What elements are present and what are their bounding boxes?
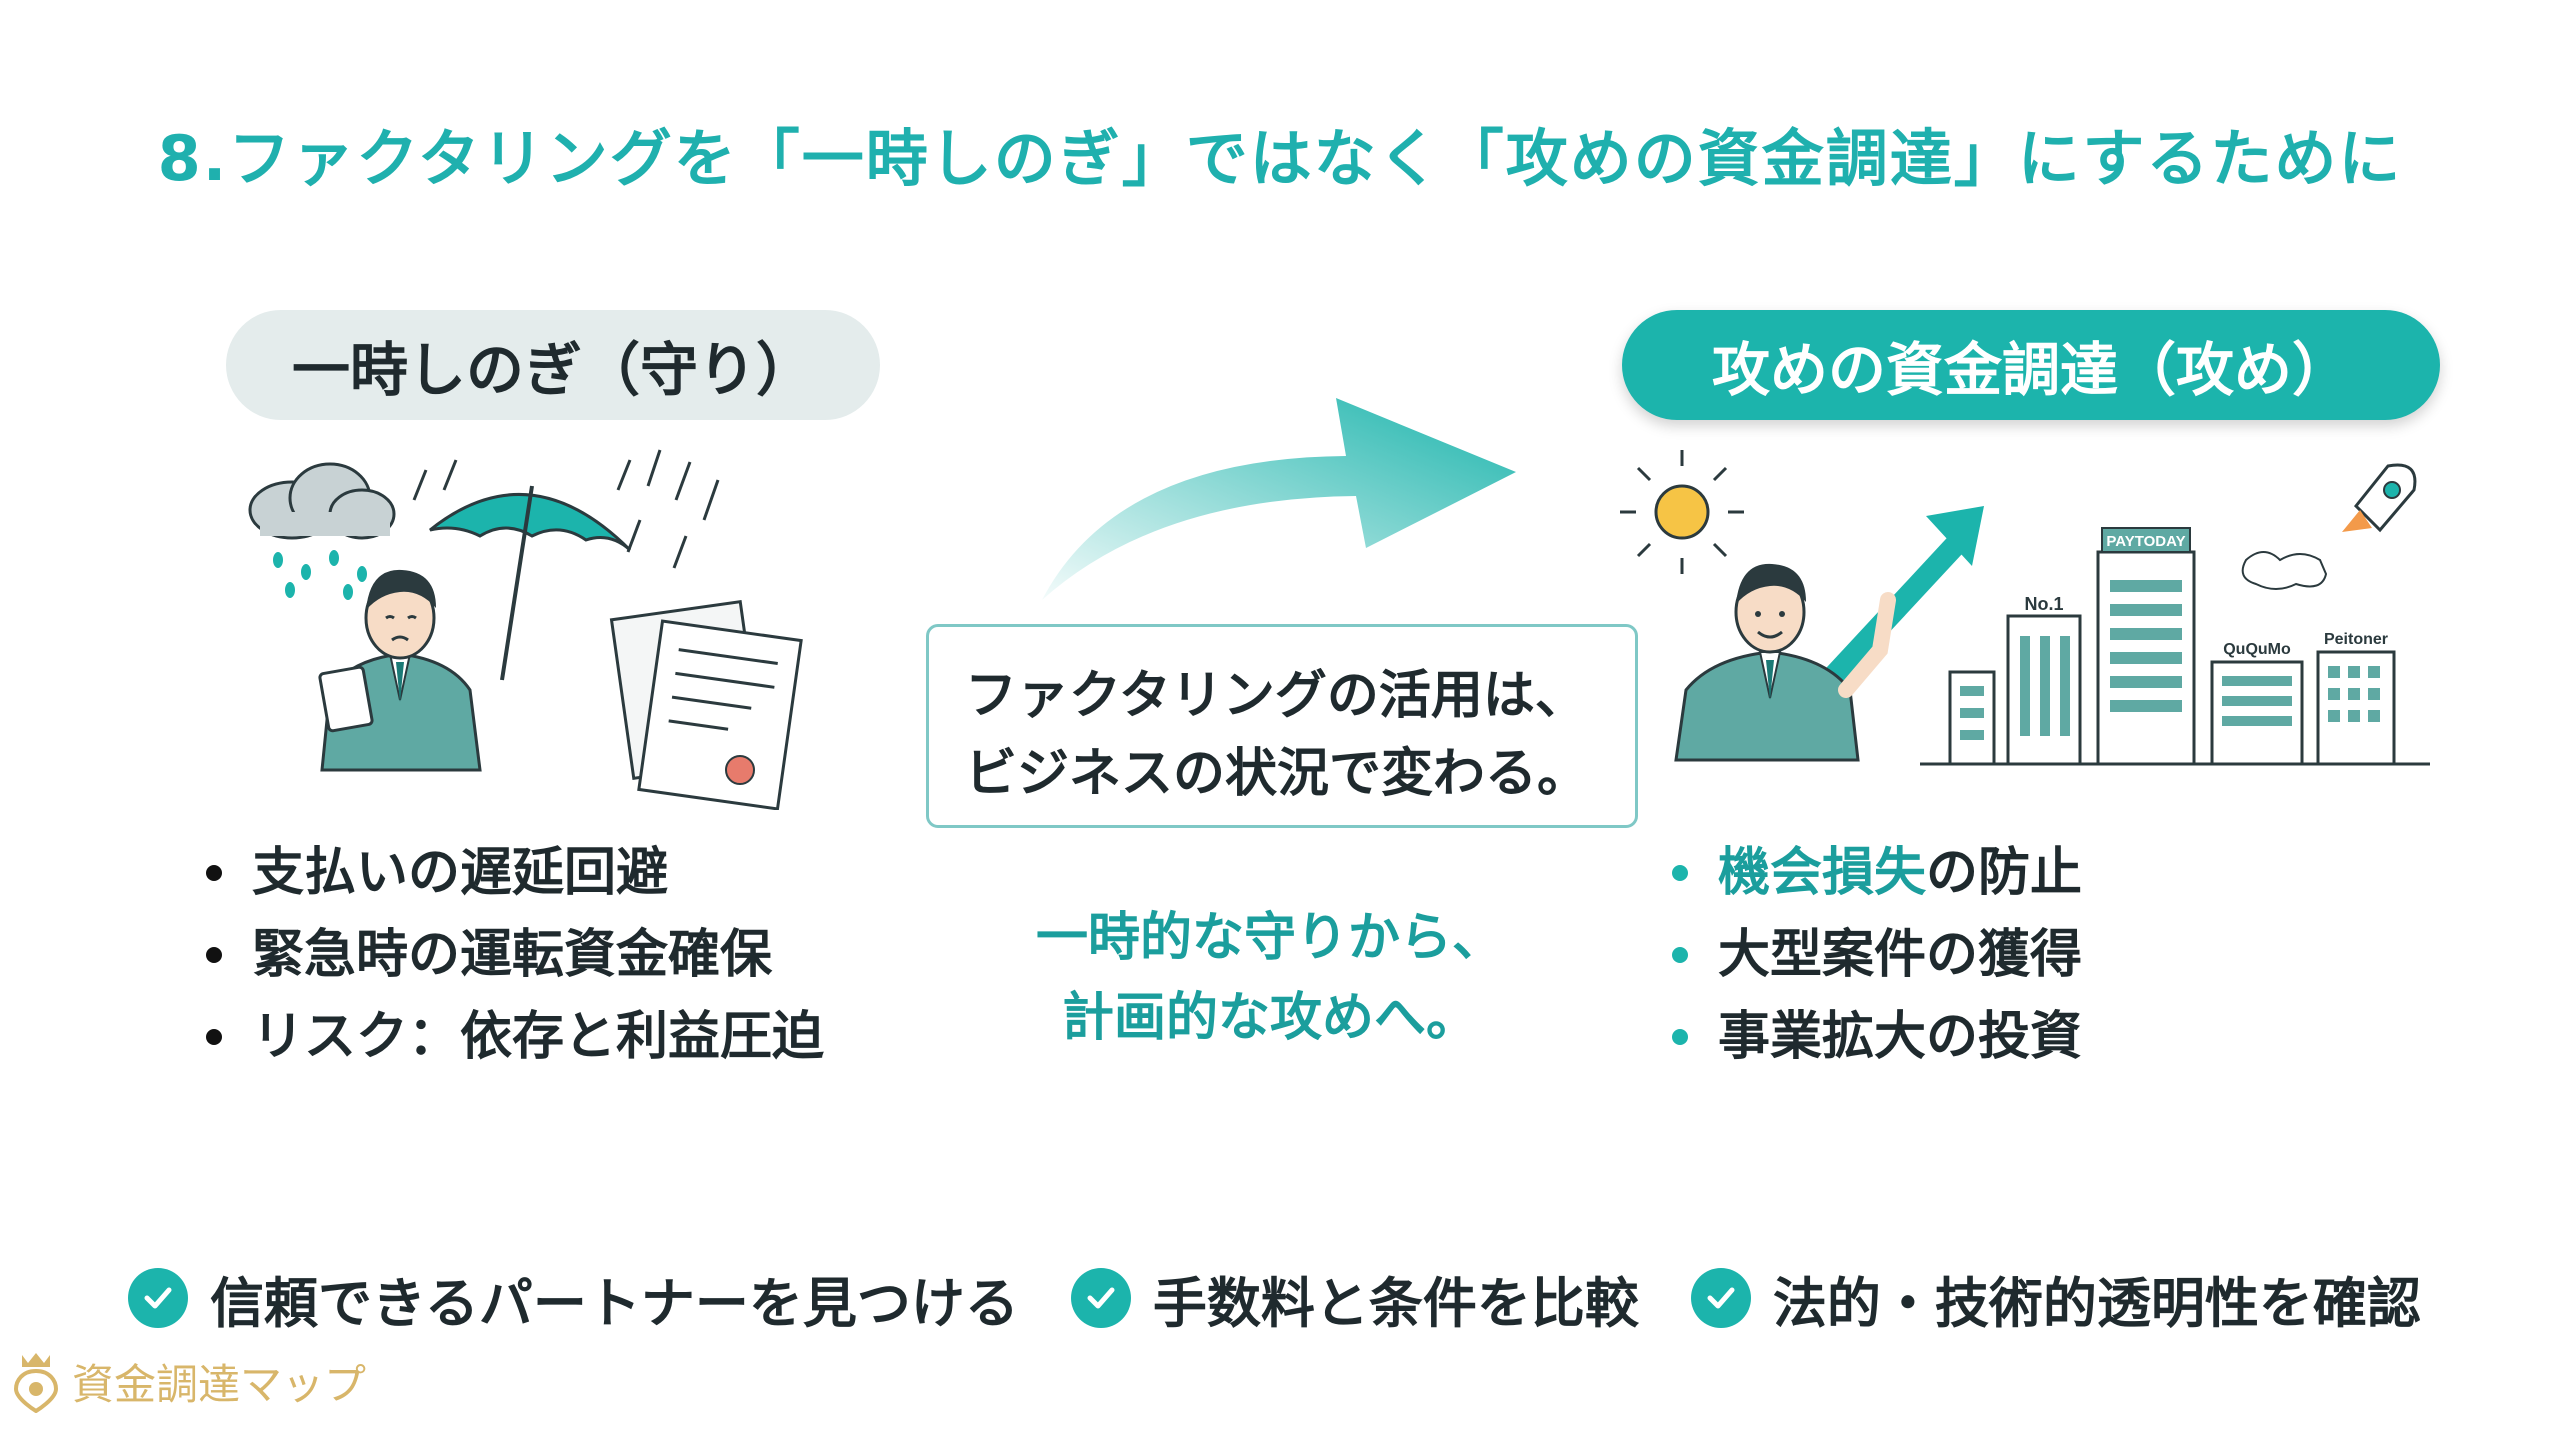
checklist-label: 法的・技術的透明性を確認	[1772, 1271, 2421, 1335]
growth-scene-illustration: PAYTODAY No.1 QuQuMo Peitoner	[1620, 450, 2430, 766]
check-icon	[128, 1268, 188, 1328]
bullet-dot	[206, 1029, 222, 1045]
building-label-no1: No.1	[2024, 594, 2063, 614]
checklist-label: 信頼できるパートナーを見つける	[210, 1271, 1019, 1335]
defensive-heading: 一時しのぎ（守り）	[226, 310, 880, 420]
transition-caption: 一時的な守りから、 計画的な攻めへ。	[1000, 898, 1540, 1058]
bullet-dot	[1672, 865, 1688, 881]
bullet-dot	[1672, 1029, 1688, 1045]
sun-icon	[1620, 450, 1744, 574]
documents-icon	[609, 600, 803, 810]
checklist-item: 法的・技術的透明性を確認	[1690, 1259, 2421, 1338]
list-item: 機会損失の防止	[1672, 832, 2082, 914]
bullet-dot	[1672, 947, 1688, 963]
list-item: 支払いの遅延回避	[206, 832, 824, 914]
caption-line2: 計画的な攻めへ。	[1061, 988, 1478, 1048]
confident-businessman	[1674, 563, 1896, 762]
checklist: 信頼できるパートナーを見つける 手数料と条件を比較 法的・技術的透明性を確認	[128, 1258, 2473, 1338]
check-icon	[1070, 1268, 1131, 1328]
defensive-bullet-list: 支払いの遅延回避 緊急時の運転資金確保 リスク：依存と利益圧迫	[206, 832, 824, 1078]
building-label-paytoday: PAYTODAY	[2106, 533, 2185, 550]
rain-scene-illustration	[248, 449, 803, 810]
rocket-icon	[2241, 463, 2417, 590]
building-label-ququmo: QuQuMo	[2223, 641, 2291, 658]
bullet-text: 事業拡大の投資	[1718, 1007, 2083, 1067]
umbrella-icon	[429, 485, 632, 681]
bullet-text: リスク：依存と利益圧迫	[252, 1007, 825, 1067]
bullet-dot	[206, 865, 222, 881]
bullet-highlight: 機会損失	[1718, 843, 1927, 903]
offensive-heading: 攻めの資金調達（攻め）	[1622, 310, 2440, 420]
check-icon	[1690, 1268, 1751, 1328]
usage-message-line1: ファクタリングの活用は、	[965, 666, 1587, 726]
usage-message-line2: ビジネスの状況で変わる。	[965, 744, 1590, 804]
bullet-text: 支払いの遅延回避	[252, 843, 669, 903]
bullet-text: 緊急時の運転資金確保	[252, 925, 773, 985]
checklist-item: 信頼できるパートナーを見つける	[128, 1259, 1019, 1338]
page-title: 8.ファクタリングを「一時しのぎ」ではなく「攻めの資金調達」にするために	[157, 122, 2403, 195]
brand-logo: 資金調達マップ	[10, 1346, 366, 1416]
offensive-bullet-list: 機会損失の防止 大型案件の獲得 事業拡大の投資	[1672, 832, 2082, 1078]
building-label-peitoner: Peitoner	[2324, 631, 2388, 648]
brand-name: 資金調達マップ	[72, 1359, 367, 1409]
usage-message-box: ファクタリングの活用は、 ビジネスの状況で変わる。	[926, 624, 1638, 828]
checklist-item: 手数料と条件を比較	[1070, 1259, 1639, 1338]
worried-businessman	[318, 569, 482, 772]
rain-cloud-icon	[248, 462, 396, 600]
bullet-text: 大型案件の獲得	[1718, 925, 2083, 985]
list-item: 事業拡大の投資	[1672, 996, 2082, 1078]
transition-arrow	[1042, 398, 1516, 600]
checklist-label: 手数料と条件を比較	[1152, 1271, 1639, 1335]
map-pin-logo-icon	[13, 1353, 59, 1413]
bullet-text: の防止	[1926, 843, 2083, 903]
bullet-dot	[206, 947, 222, 963]
list-item: リスク：依存と利益圧迫	[206, 996, 824, 1078]
list-item: 緊急時の運転資金確保	[206, 914, 824, 996]
caption-line1: 一時的な守りから、	[1035, 908, 1504, 968]
list-item: 大型案件の獲得	[1672, 914, 2082, 996]
growth-arrow-icon	[1821, 506, 1984, 688]
